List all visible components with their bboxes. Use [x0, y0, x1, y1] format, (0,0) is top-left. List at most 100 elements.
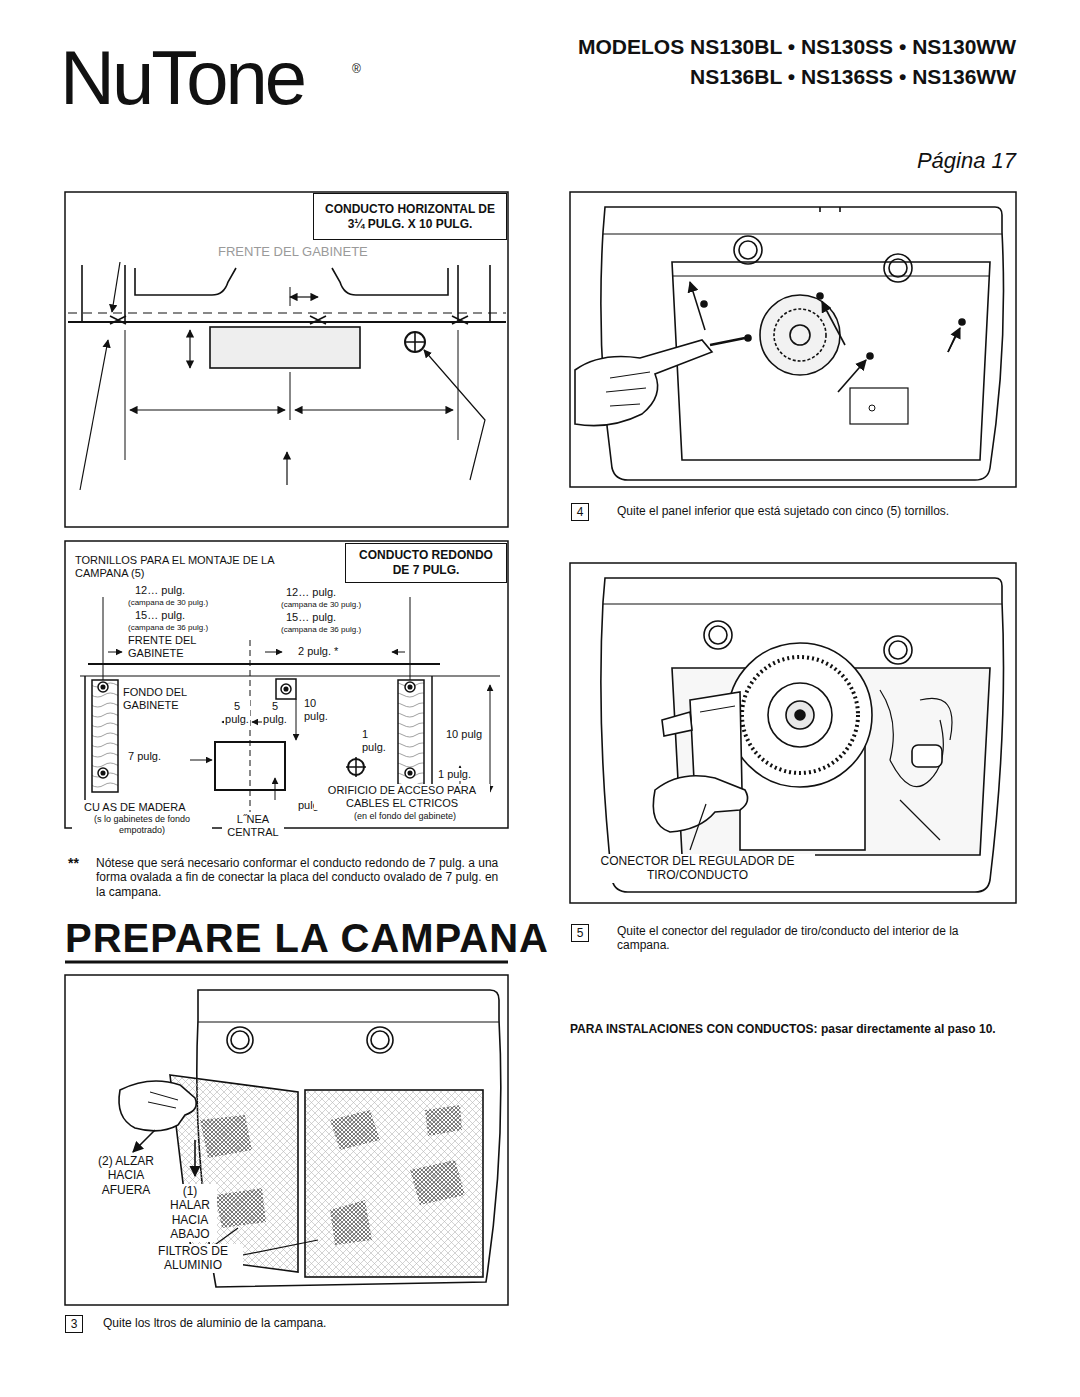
hood-panel-drawing-part: [850, 388, 908, 424]
round-duct-plan-part: [281, 684, 291, 694]
hood-panel-drawing-part: [575, 340, 712, 426]
instruction-note: PARA INSTALACIONES CON CONDUCTOS: pasar …: [570, 1022, 1020, 1036]
hood-panel-drawing-part: [774, 309, 826, 361]
hood-connector-drawing-part: [742, 657, 858, 773]
round-duct-plan-part: [265, 652, 282, 653]
step-number: 5: [577, 926, 584, 941]
hood-filters-drawing-part: [133, 1130, 155, 1152]
hood-panel-drawing-part: [867, 353, 873, 359]
horizontal-duct-plan-part: [310, 316, 326, 324]
hood-filters-drawing-part: [367, 1027, 393, 1053]
dimension: 1 pulg.: [438, 768, 471, 781]
model-list: MODELOS NS130BL • NS130SS • NS130WW: [480, 34, 1016, 59]
horizontal-duct-plan-part: [125, 330, 126, 460]
duct-label-box: CONDUCTO HORIZONTAL DE 3¼ PULG. X 10 PUL…: [313, 193, 507, 240]
horizontal-duct-plan-part: [210, 327, 360, 368]
part-label: FILTROS DE ALUMINIO: [143, 1244, 243, 1273]
hood-panel-drawing-part: [839, 207, 841, 212]
hood-filters-drawing-part: [227, 1027, 253, 1053]
duct-label: CONDUCTO REDONDO DE 7 PULG.: [352, 548, 500, 578]
hood-panel-drawing-part: [822, 302, 845, 345]
hood-panel-drawing-part: [739, 241, 757, 259]
horizontal-duct-plan-part: [424, 350, 485, 480]
round-duct-plan-part: [405, 768, 415, 778]
hood-panel-drawing-part: [948, 328, 960, 352]
horizontal-duct-plan-part: [290, 287, 291, 306]
horizontal-duct-plan-part: [290, 296, 318, 297]
horizontal-duct-plan: [68, 262, 506, 490]
round-duct-plan-part: [431, 676, 433, 800]
dimension: 5 pulg.: [224, 700, 250, 726]
hood-panel-drawing-part: [819, 207, 821, 212]
hood-connector-drawing-part: [704, 621, 732, 649]
hood-filters-drawing-part: [330, 1105, 465, 1245]
hood-connector-drawing-part: [601, 578, 1004, 892]
round-duct-plan-part: [80, 675, 500, 676]
round-duct-plan-part: [98, 768, 108, 778]
hood-connector-drawing-part: [653, 776, 747, 832]
hood-filters-drawing-part: [119, 1081, 196, 1131]
hood-panel-drawing-part: [690, 282, 705, 330]
dimension: 1 pulg.: [362, 728, 394, 754]
panel-frames-part: [65, 541, 508, 828]
horizontal-duct-plan-part: [332, 268, 448, 295]
round-duct-plan-part: [408, 771, 412, 775]
hood-connector-drawing-part: [912, 745, 942, 767]
callout-label: FONDO DEL GABINETE: [123, 686, 198, 712]
callout-label: FRENTE DEL GABINETE: [128, 634, 198, 660]
round-duct-plan-part: [410, 597, 411, 680]
round-duct-plan-part: [296, 699, 297, 740]
round-duct-plan-part: [190, 760, 212, 761]
hood-panel-drawing-part: [603, 233, 1002, 234]
hood-filters-drawing-part: [194, 1140, 196, 1176]
hood-connector-drawing-part: [768, 683, 832, 747]
round-duct-plan-part: [284, 687, 288, 691]
callout-label: CU AS DE MADERA: [84, 801, 185, 814]
dimension: 10 pulg.: [304, 697, 336, 723]
callout-label: TORNILLOS PARA EL MONTAJE DE LA CAMPANA …: [75, 554, 280, 580]
round-duct-plan-part: [392, 652, 405, 653]
hood-connector-drawing-part: [603, 603, 1002, 604]
horizontal-duct-plan-part: [110, 316, 126, 324]
panel-frames-part: [570, 192, 1016, 487]
dimension: 15… pulg.: [135, 609, 185, 622]
step-text: Quite el panel inferior que está sujetad…: [617, 504, 949, 518]
horizontal-duct-plan-part: [130, 409, 285, 410]
horizontal-duct-plan-part: [68, 312, 506, 313]
callout-label: L˝NEA CENTRAL: [222, 813, 284, 839]
callout-note: (s lo gabinetes de fondo empotrado): [72, 814, 212, 836]
panel-frames: [65, 192, 1016, 1305]
round-duct-plan-part: [103, 597, 104, 680]
round-duct-plan-part: [88, 663, 440, 665]
round-duct-plan-part: [398, 680, 424, 792]
hood-panel-drawing-part: [734, 236, 762, 264]
step-number: 3: [71, 1317, 78, 1332]
round-duct-plan-part: [346, 757, 366, 777]
dimension: 2 pulg. *: [298, 645, 338, 658]
horizontal-duct-plan-part: [112, 262, 120, 312]
horizontal-duct-plan-part: [458, 330, 459, 440]
action-label: (1) HALAR HACIA ABAJO: [163, 1184, 217, 1242]
hood-connector-drawing-part: [709, 626, 727, 644]
action-label: (2) ALZAR HACIA AFUERA: [98, 1154, 154, 1197]
dimension: 12… pulg.: [286, 586, 336, 599]
callout-note: (en el fondo del gabinete): [330, 811, 480, 822]
hood-panel-drawing-part: [606, 372, 650, 406]
horizontal-duct-plan-part: [68, 321, 506, 323]
callout-label: ORIFICIO DE ACCESO PARA CABLES EL CTRICO…: [314, 784, 490, 810]
hood-filters-drawing-part: [371, 1031, 389, 1049]
step-number-box: 5: [571, 924, 589, 942]
hood-connector-drawing-part: [884, 636, 912, 664]
hood-filters-drawing-part: [305, 1090, 483, 1277]
horizontal-duct-plan-part: [189, 330, 190, 368]
hood-connector-drawing-part: [795, 710, 805, 720]
hood-panel-drawing-part: [701, 301, 707, 307]
hood-filters-drawing-part: [231, 1031, 249, 1049]
duct-label-box: CONDUCTO REDONDO DE 7 PULG.: [345, 543, 507, 583]
hood-connector-drawing-part: [880, 690, 952, 840]
dimension-note: (campana de 36 pulg.): [128, 623, 208, 633]
step-number-box: 3: [65, 1315, 83, 1333]
dimension-note: (campana de 36 pulg.): [281, 625, 361, 635]
hood-panel-drawing: [575, 207, 1004, 480]
